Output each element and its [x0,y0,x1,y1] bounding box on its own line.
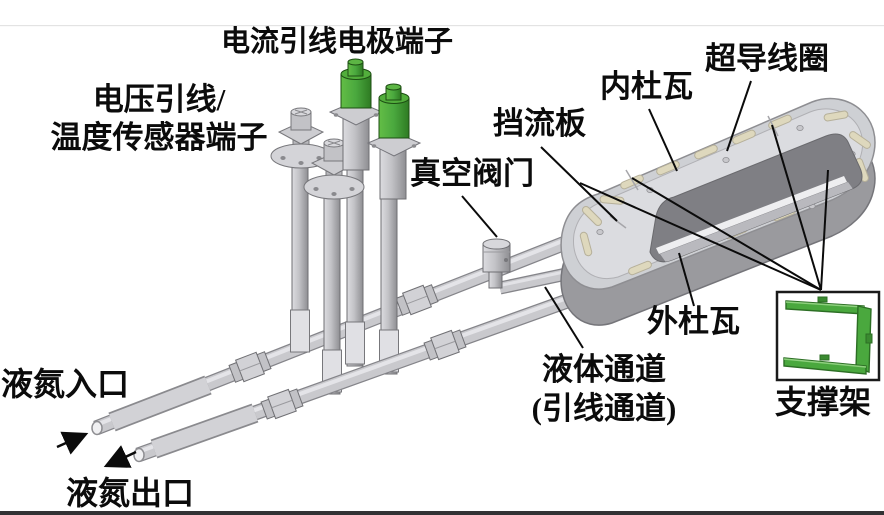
inlet-arrow-icon [56,431,89,455]
figure-top-border [0,25,884,27]
leader-outer-dewar [678,252,695,307]
label-voltage-terminal-line1: 电压引线/ [92,82,226,117]
current-terminal-2 [366,83,422,200]
current-terminal-1 [328,58,384,171]
figure-bottom-strip [0,511,884,515]
leader-lines [461,80,829,349]
terminal-column [342,117,370,171]
label-outer-dewar: 外杜瓦 [647,304,740,339]
pipe-coupling [228,351,272,383]
green-electrode-body [378,97,410,139]
pipe-coupling [260,388,304,420]
dewar-assembly [560,97,876,326]
label-current-terminal: 电流引线电极端子 [221,26,454,58]
leader-sc-coil [726,80,752,152]
coil-slots [579,110,871,276]
leader-support-2 [631,177,822,291]
outlet-opening [133,447,145,463]
label-liquid-channel-line2: (引线通道) [531,391,677,426]
leader-support-1 [579,182,822,291]
pipe-coupling [423,329,467,361]
terminal-plate [277,121,325,145]
label-liquid-channel: 液体通道 (引线通道) [500,350,708,428]
leader-vacuum-valve [461,195,498,238]
label-liquid-channel-line1: 液体通道 [542,352,666,387]
leader-inner-dewar [648,108,678,172]
leader-baffle [540,146,618,222]
outlet-arrow-icon [103,445,137,468]
label-voltage-terminal: 电压引线/ 温度传感器端子 [28,81,290,157]
liquid-outlet-pipe [133,264,651,463]
leader-liquid-channel [544,286,584,349]
dewar-center-hole [649,133,863,263]
inlet-opening [91,420,103,436]
support-frame-part [783,296,873,375]
label-ln2-inlet: 液氮入口 [1,366,130,402]
pipe-coupling [395,284,439,316]
leader-support-3 [771,124,822,291]
label-ln2-outlet: 液氮出口 [66,475,195,511]
label-vacuum-valve: 真空阀门 [410,156,534,191]
label-voltage-terminal-line2: 温度传感器端子 [50,120,268,155]
label-support-frame: 支撑架 [775,384,872,420]
label-baffle: 挡流板 [493,106,586,141]
pipe-sleeve [345,321,365,365]
terminal-pipes [290,161,399,395]
support-frame-inset [775,290,881,382]
terminal-column [379,148,407,200]
pipe-sleeve [290,309,310,353]
leader-support-4 [820,169,829,291]
label-inner-dewar: 内杜瓦 [600,69,693,104]
label-sc-coil: 超导线圈 [705,41,829,76]
